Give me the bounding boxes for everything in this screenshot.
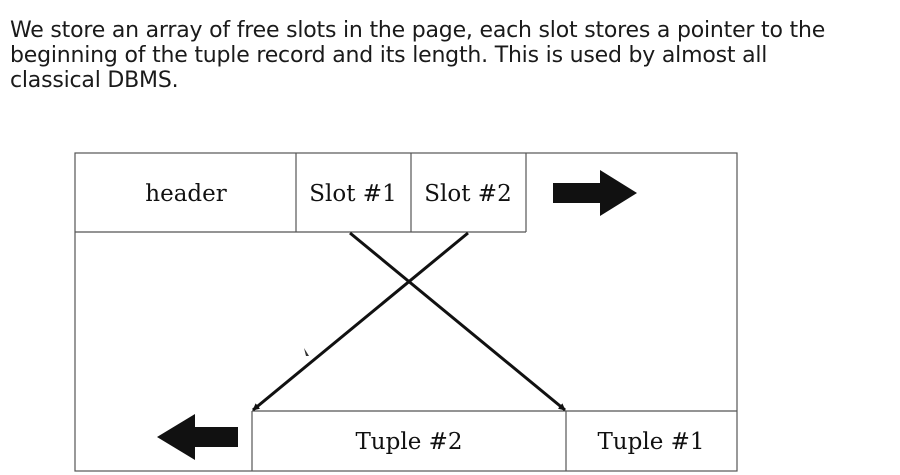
slot2-to-tuple2-arrow <box>252 231 469 412</box>
slot2-label: Slot #2 <box>424 181 511 207</box>
caption-line-3: classical DBMS. <box>10 68 179 93</box>
page-outline <box>74 152 738 472</box>
slot1-label: Slot #1 <box>309 181 396 207</box>
slot-growth-right-arrow <box>553 170 637 216</box>
tuple1-label: Tuple #1 <box>597 429 704 455</box>
cursor-icon <box>304 348 309 356</box>
caption-text: We store an array of free slots in the p… <box>10 18 880 93</box>
tuple-growth-left-arrow <box>157 414 238 460</box>
tuple2-label: Tuple #2 <box>355 429 462 455</box>
caption-line-1: We store an array of free slots in the p… <box>10 18 826 43</box>
slot1-to-tuple1-arrow <box>349 231 566 412</box>
caption-line-2: beginning of the tuple record and its le… <box>10 43 768 68</box>
header-label: header <box>145 181 226 207</box>
